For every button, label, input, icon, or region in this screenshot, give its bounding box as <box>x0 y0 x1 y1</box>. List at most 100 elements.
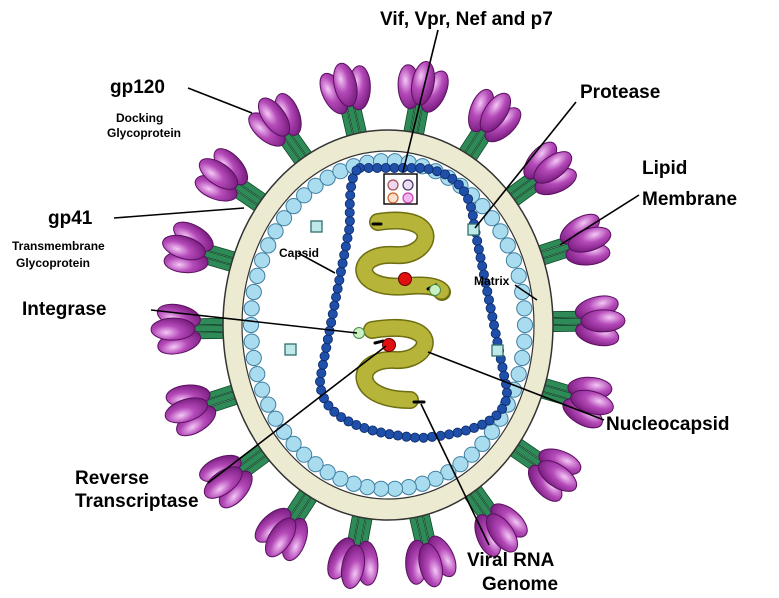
capsid-bead <box>500 371 509 380</box>
matrix-bead <box>511 268 526 283</box>
capsid-bead <box>498 363 507 372</box>
matrix-bead <box>517 301 532 316</box>
capsid-bead <box>502 388 511 397</box>
capsid-bead <box>410 433 419 442</box>
matrix-bead <box>250 268 265 283</box>
matrix-bead <box>268 224 283 239</box>
label-reverse: Reverse <box>75 468 149 489</box>
matrix-bead <box>360 480 375 495</box>
capsid-bead <box>333 284 342 293</box>
capsid-bead <box>373 163 382 172</box>
capsid-bead <box>393 431 402 440</box>
label-lipid: Lipid <box>642 158 687 179</box>
matrix-bead <box>401 480 416 495</box>
matrix-bead <box>500 238 515 253</box>
envelope-spike <box>547 292 626 351</box>
matrix-bead <box>243 317 258 332</box>
matrix-bead <box>493 224 508 239</box>
capsid-bead <box>322 343 331 352</box>
capsid-bead <box>390 163 399 172</box>
label-gp41-sub2: Glycoprotein <box>16 256 90 270</box>
capsid-bead <box>419 433 428 442</box>
capsid-bead <box>336 267 345 276</box>
capsid-bead <box>416 163 425 172</box>
matrix-bead <box>244 334 259 349</box>
accessory-proteins-box <box>384 174 417 204</box>
capsid-bead <box>340 250 349 259</box>
capsid-bead <box>318 360 327 369</box>
matrix-bead <box>511 366 526 381</box>
capsid-bead <box>327 318 336 327</box>
capsid-bead <box>468 211 477 220</box>
capsid-bead <box>381 163 390 172</box>
matrix-bead <box>276 424 291 439</box>
label-gp120-sub1: Docking <box>116 111 163 125</box>
capsid-bead <box>345 225 354 234</box>
capsid-bead <box>407 163 416 172</box>
matrix-bead <box>255 253 270 268</box>
matrix-bead <box>506 253 521 268</box>
capsid-bead <box>368 426 377 435</box>
envelope-spike <box>151 299 230 358</box>
capsid-bead <box>335 276 344 285</box>
matrix-bead <box>244 301 259 316</box>
capsid-bead <box>320 352 329 361</box>
label-nucleocapsid: Nucleocapsid <box>606 414 730 435</box>
gp120-lobe <box>581 310 625 333</box>
capsid-bead <box>352 166 361 175</box>
capsid-bead <box>484 295 493 304</box>
capsid-bead <box>331 293 340 302</box>
label-gp120-sub2: Glycoprotein <box>107 126 181 140</box>
capsid-bead <box>345 216 354 225</box>
capsid-bead <box>317 369 326 378</box>
capsid-bead <box>488 312 497 321</box>
matrix-bead <box>246 350 261 365</box>
capsid-bead <box>476 253 485 262</box>
capsid-bead <box>347 182 356 191</box>
matrix-bead <box>261 397 276 412</box>
capsid-bead <box>489 321 498 330</box>
matrix-bead <box>255 382 270 397</box>
capsid-bead <box>402 432 411 441</box>
matrix-bead <box>373 481 388 496</box>
reverse-transcriptase-upper <box>399 273 412 286</box>
capsid-bead <box>345 199 354 208</box>
label-integrase: Integrase <box>22 299 106 320</box>
capsid-bead <box>486 304 495 313</box>
capsid-bead <box>424 165 433 174</box>
label-membrane: Membrane <box>642 189 737 210</box>
capsid-bead <box>330 301 339 310</box>
matrix-bead <box>517 334 532 349</box>
capsid-bead <box>315 377 324 386</box>
matrix-bead <box>250 366 265 381</box>
matrix-bead <box>261 238 276 253</box>
capsid-bead <box>343 233 352 242</box>
label-gp120: gp120 <box>110 77 165 98</box>
label-vif-vpr-nef-p7: Vif, Vpr, Nef and p7 <box>380 9 553 30</box>
capsid-bead <box>466 202 475 211</box>
capsid-bead <box>483 287 492 296</box>
matrix-bead <box>246 284 261 299</box>
capsid-bead <box>338 259 347 268</box>
label-matrix: Matrix <box>474 274 510 288</box>
label-viral-rna: Viral RNA <box>467 550 555 571</box>
capsid-bead <box>345 208 354 217</box>
capsid-bead <box>461 426 470 435</box>
capsid-bead <box>376 428 385 437</box>
label-transcriptase: Transcriptase <box>75 491 199 512</box>
capsid-bead <box>341 242 350 251</box>
capsid-bead <box>478 262 487 271</box>
capsid-bead <box>469 423 478 432</box>
capsid-bead <box>346 191 355 200</box>
capsid-bead <box>385 430 394 439</box>
reverse-transcriptase-lower <box>383 339 396 352</box>
matrix-bead <box>515 350 530 365</box>
capsid-bead <box>445 430 454 439</box>
capsid-bead <box>364 163 373 172</box>
gp120-lobe <box>151 318 195 341</box>
label-capsid: Capsid <box>279 246 319 260</box>
integrase-upper <box>430 285 441 296</box>
label-gp41: gp41 <box>48 208 93 229</box>
label-protease: Protease <box>580 82 660 103</box>
matrix-bead <box>387 481 402 496</box>
